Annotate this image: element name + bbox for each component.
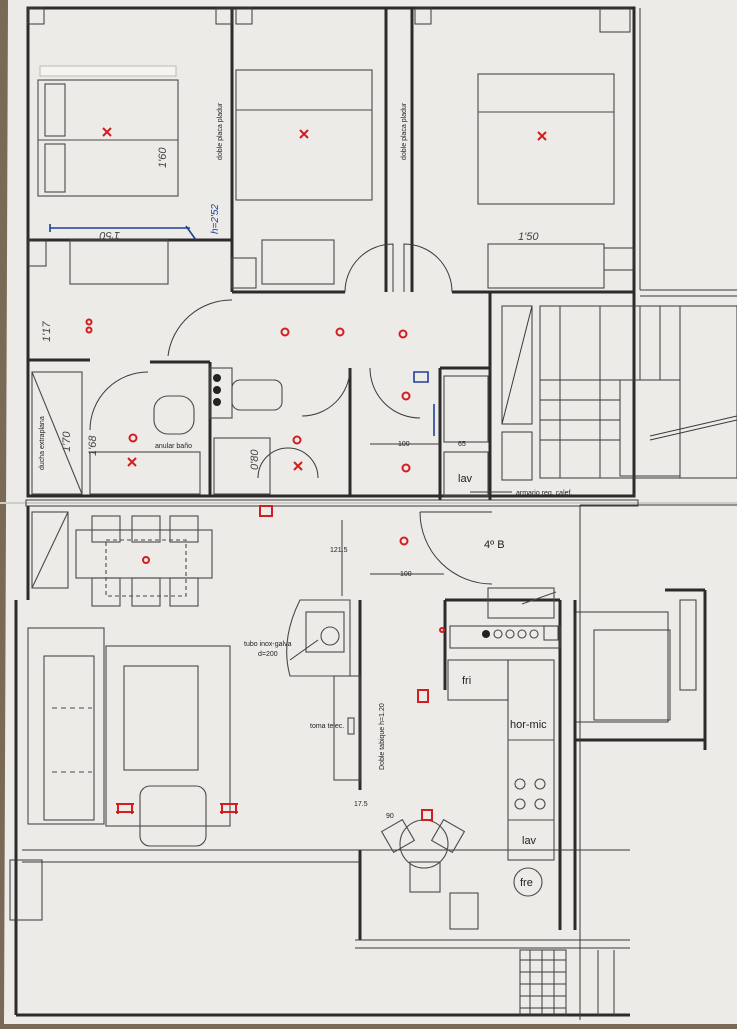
- paper-sheet: [4, 0, 737, 1024]
- door-swings: [89, 243, 493, 585]
- dim-175: 17.5: [354, 801, 368, 808]
- hor-mic-label: hor-mic: [510, 719, 547, 731]
- stairwell: [501, 305, 737, 481]
- flue-tube: tubo inox-galva d=200: [244, 599, 351, 677]
- partition-wall: toma telec. Doble tabique h=1.20 121.5 1…: [310, 520, 444, 820]
- bed2-height-note: h=2'52: [210, 204, 221, 234]
- dim-121: 121.5: [330, 547, 348, 554]
- bath-lav-label: lav: [458, 473, 473, 485]
- tubo-label: tubo inox-galva: [244, 641, 292, 648]
- left-dim-170: 1'70: [61, 431, 73, 452]
- living-area: [27, 627, 231, 847]
- bed1-width-dim: 1'60: [157, 147, 169, 168]
- wall-label-bed3: doble placa pladur: [401, 102, 408, 160]
- fri-label: fri: [462, 675, 471, 687]
- bath-dim-80: 0'80: [249, 449, 261, 470]
- unit-label: 4º B: [484, 539, 505, 551]
- shower-label: ducha extraplana: [39, 416, 46, 470]
- kitchen: fri hor-mic lav fre: [380, 587, 561, 897]
- bathroom-right: lav 100 65 armario reg. calef.: [370, 375, 572, 497]
- bathroom-middle: 0'80: [209, 367, 283, 495]
- doble-tabique-label: Doble tabique h=1.20: [379, 703, 386, 770]
- kitchen-lav-label: lav: [522, 835, 537, 847]
- dining-area: [31, 511, 213, 607]
- blue-markup: [185, 225, 435, 436]
- anular-label: anular baño: [155, 443, 192, 450]
- left-dim-168: 1'68: [87, 435, 99, 456]
- bed3-width-dim: 1'50: [518, 231, 539, 243]
- dim-100-bath: 100: [398, 441, 410, 448]
- dim-90: 90: [386, 813, 394, 820]
- toma-label: toma telec.: [310, 723, 344, 730]
- bedroom-2: doble placa pladur h=2'52: [210, 69, 373, 289]
- dim-100-hall: 100: [400, 571, 412, 578]
- bedroom-3: doble placa pladur 1'50: [401, 73, 615, 289]
- tubo-d-label: d=200: [258, 651, 278, 658]
- wall-label-bed2: doble placa pladur: [217, 102, 224, 160]
- left-dim-117: 1'17: [41, 321, 53, 342]
- bedroom-1: 1'50 1'60: [37, 65, 190, 285]
- terrace: [519, 599, 697, 1017]
- dim-65: 65: [458, 441, 466, 448]
- bed1-top-dim: 1'50: [99, 229, 120, 241]
- tape-strip: [39, 65, 177, 77]
- bathroom-left: ducha extraplana anular baño 1'70 1'17 1…: [31, 321, 201, 495]
- armario-label: armario reg. calef.: [516, 490, 572, 497]
- fre-label: fre: [520, 877, 533, 889]
- red-markup-points: [85, 127, 547, 821]
